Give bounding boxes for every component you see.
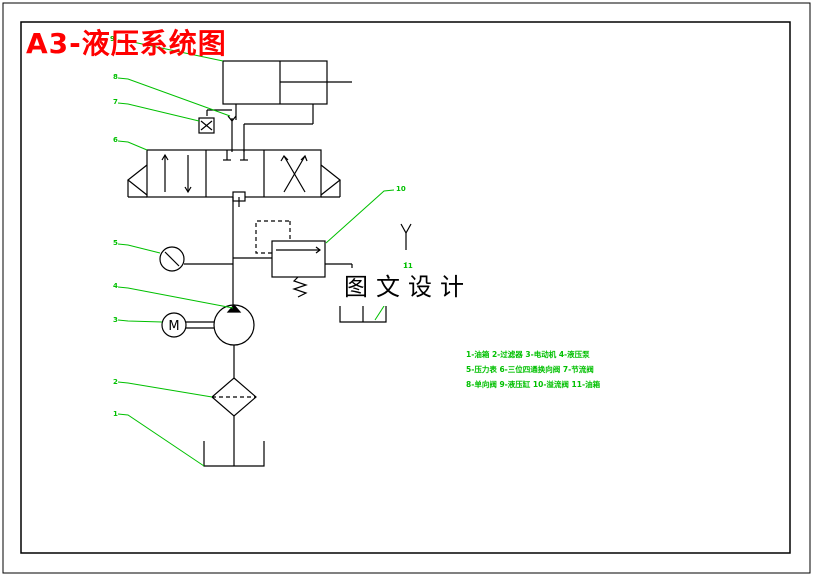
- throttle-valve: [198, 117, 215, 134]
- leader-2: [117, 381, 213, 398]
- callout-2: 2: [113, 378, 118, 386]
- filter: [211, 377, 257, 466]
- legend-line: 5-压力表 6-三位四通换向阀 7-节流阀: [466, 365, 594, 374]
- leader-10: [325, 189, 395, 244]
- directional-valve: [127, 149, 341, 207]
- callout-3: 3: [113, 316, 118, 324]
- leader-5: [117, 243, 161, 254]
- leader-6: [117, 140, 148, 151]
- motor-letter: M: [168, 319, 179, 334]
- callout-8: 8: [113, 73, 118, 81]
- callout-1: 1: [113, 410, 118, 418]
- watermark-text: 图文设计: [333, 268, 483, 306]
- callout-4: 4: [113, 282, 118, 290]
- check-valve: [206, 109, 237, 152]
- leader-8: [117, 77, 231, 117]
- hydraulic-cylinder: [222, 60, 352, 152]
- legend-line: 1-油箱 2-过滤器 3-电动机 4-液压泵: [466, 350, 590, 359]
- callout-9: 9: [110, 35, 115, 43]
- leader-1: [117, 413, 205, 467]
- leader-9: [117, 39, 224, 62]
- inner-frame: [20, 21, 791, 554]
- oil-tank: [203, 441, 265, 467]
- leader-4: [117, 286, 234, 309]
- callout-11: 11: [403, 262, 413, 270]
- callout-6: 6: [113, 136, 118, 144]
- leader-7: [117, 102, 200, 122]
- callout-7: 7: [113, 98, 118, 106]
- page-title: A3-液压系统图: [26, 27, 227, 60]
- legend-line: 8-单向阀 9-液压缸 10-溢流阀 11-油箱: [466, 380, 601, 389]
- pressure-line: [184, 197, 272, 306]
- callout-5: 5: [113, 239, 118, 247]
- callout-10: 10: [396, 185, 406, 193]
- leader-3: [117, 319, 163, 323]
- pressure-gauge: [159, 246, 185, 272]
- hydraulic-pump: [213, 304, 255, 378]
- electric-motor: [161, 312, 214, 338]
- parts-legend: 1-油箱 2-过滤器 3-电动机 4-液压泵 5-压力表 6-三位四通换向阀 7…: [466, 347, 600, 392]
